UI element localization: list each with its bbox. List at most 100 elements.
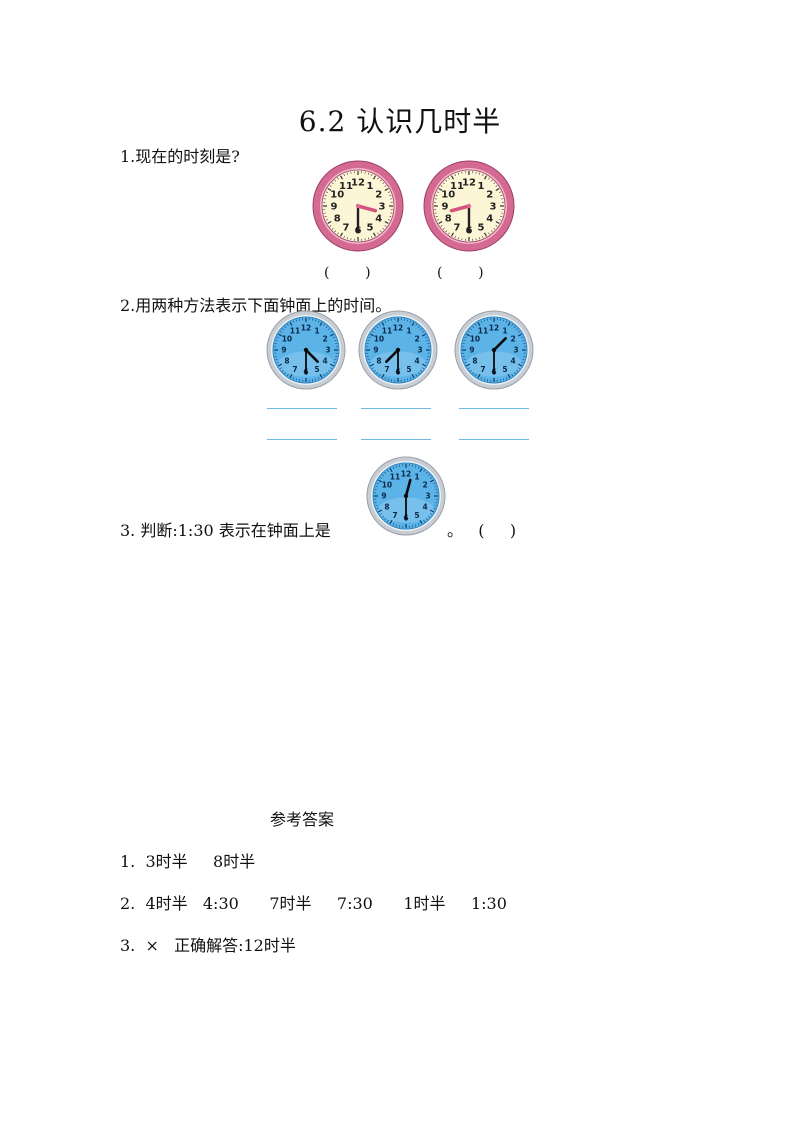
- clock-tick: [406, 319, 409, 322]
- clock-tick: [369, 363, 375, 367]
- clock-tick: [507, 373, 511, 379]
- clock-tick: [372, 175, 377, 180]
- clock-number: 3: [379, 202, 386, 213]
- clock-number: 5: [406, 365, 411, 374]
- clock-number: 1: [414, 473, 419, 482]
- clock-tick: [384, 187, 389, 192]
- clock-tick: [343, 173, 345, 176]
- clock-number: 10: [441, 190, 455, 201]
- question-3-judgement-blank[interactable]: 。 ( ): [447, 521, 517, 540]
- answer-line-1b[interactable]: [267, 439, 337, 440]
- blue-clock-1: 121234567891011: [266, 310, 346, 390]
- clock-tick: [367, 339, 370, 342]
- clock-number: 10: [282, 335, 292, 344]
- clock-tick: [423, 469, 426, 472]
- clock-number: 10: [382, 481, 392, 490]
- clock-number: 9: [442, 202, 449, 213]
- clock-center-pin: [491, 347, 497, 353]
- clock-tick: [337, 177, 339, 180]
- clock-tick: [440, 225, 443, 227]
- clock-tick: [329, 225, 332, 227]
- clock-number: 5: [314, 365, 319, 374]
- clock-number: 2: [422, 481, 427, 490]
- clock-tick: [495, 187, 500, 192]
- clock-tick: [483, 232, 488, 237]
- clock-tick: [435, 215, 438, 218]
- clock-tick: [422, 367, 425, 370]
- clock-tick: [502, 319, 505, 322]
- clock-center-pin: [395, 347, 401, 353]
- clock-number: 4: [422, 503, 427, 512]
- clock-tick: [381, 373, 385, 379]
- clock-tick: [483, 378, 486, 381]
- clock-number: 1: [314, 327, 319, 336]
- clock-tick: [488, 177, 490, 180]
- clock-number: 11: [450, 181, 464, 192]
- clock-number: 3: [490, 202, 497, 213]
- clock-tick: [295, 378, 298, 381]
- clock-number: 9: [331, 202, 338, 213]
- clock-tick: [436, 191, 439, 193]
- clock-tick: [470, 328, 472, 331]
- clock-tick: [329, 363, 335, 367]
- clock-tick: [516, 328, 518, 331]
- clock-tick: [480, 377, 483, 380]
- clock-tick: [277, 333, 283, 337]
- clock-tick: [289, 321, 293, 327]
- clock-tick: [382, 227, 385, 230]
- question-1-answer-blank-2[interactable]: ( ): [437, 265, 484, 281]
- clock-tick: [493, 182, 496, 185]
- question-2-text: 2.用两种方法表示下面钟面上的时间。: [120, 296, 392, 315]
- clock-tick: [483, 175, 488, 180]
- clock-tick: [323, 323, 326, 326]
- clock-tick: [289, 373, 293, 379]
- clock-tick: [314, 319, 317, 322]
- clock-number: 1: [502, 327, 507, 336]
- clock-hour-hand: [492, 337, 507, 352]
- clock-tick: [465, 363, 471, 367]
- clock-tick: [482, 173, 484, 176]
- clock-tick: [319, 321, 323, 327]
- clock-tick: [521, 336, 524, 339]
- clock-tick: [495, 185, 498, 187]
- clock-tick: [367, 237, 370, 240]
- clock-number: 11: [390, 473, 400, 482]
- answer-line-2b[interactable]: [361, 439, 431, 440]
- clock-number: 4: [486, 214, 493, 225]
- clock-tick: [472, 372, 475, 374]
- clock-tick: [384, 225, 387, 227]
- answer-line-2a[interactable]: [361, 408, 431, 409]
- clock-tick: [379, 513, 382, 516]
- clock-number: 2: [322, 335, 327, 344]
- clock-tick: [429, 479, 435, 483]
- clock-tick: [368, 336, 371, 339]
- answer-line-3a[interactable]: [459, 408, 529, 409]
- clock-tick: [463, 339, 466, 342]
- answer-line-3b[interactable]: [459, 439, 529, 440]
- clock-tick: [384, 220, 389, 225]
- clock-tick: [392, 523, 395, 526]
- blue-clock-judge: 121234567891011: [366, 456, 446, 536]
- clock-tick: [386, 520, 389, 523]
- clock-number: 9: [373, 346, 378, 355]
- clock-tick: [374, 328, 376, 331]
- clock-tick: [521, 361, 524, 364]
- clock-tick: [378, 323, 381, 326]
- clock-tick: [376, 326, 379, 328]
- clock-tick: [409, 320, 412, 323]
- clock-tick: [518, 367, 521, 370]
- clock-tick: [438, 220, 443, 225]
- clock-tick: [417, 326, 420, 328]
- clock-tick: [334, 230, 337, 233]
- clock-tick: [478, 172, 481, 175]
- clock-number: 4: [322, 357, 327, 366]
- question-1-answer-blank-1[interactable]: ( ): [324, 265, 371, 281]
- clock-tick: [433, 507, 436, 510]
- clock-tick: [415, 323, 418, 326]
- answer-line-1a[interactable]: [267, 408, 337, 409]
- clock-tick: [330, 330, 333, 333]
- clock-number: 2: [486, 190, 493, 201]
- pink-clock-2: 121234567891011: [423, 160, 515, 252]
- clock-tick: [474, 323, 477, 326]
- clock-number: 9: [281, 346, 286, 355]
